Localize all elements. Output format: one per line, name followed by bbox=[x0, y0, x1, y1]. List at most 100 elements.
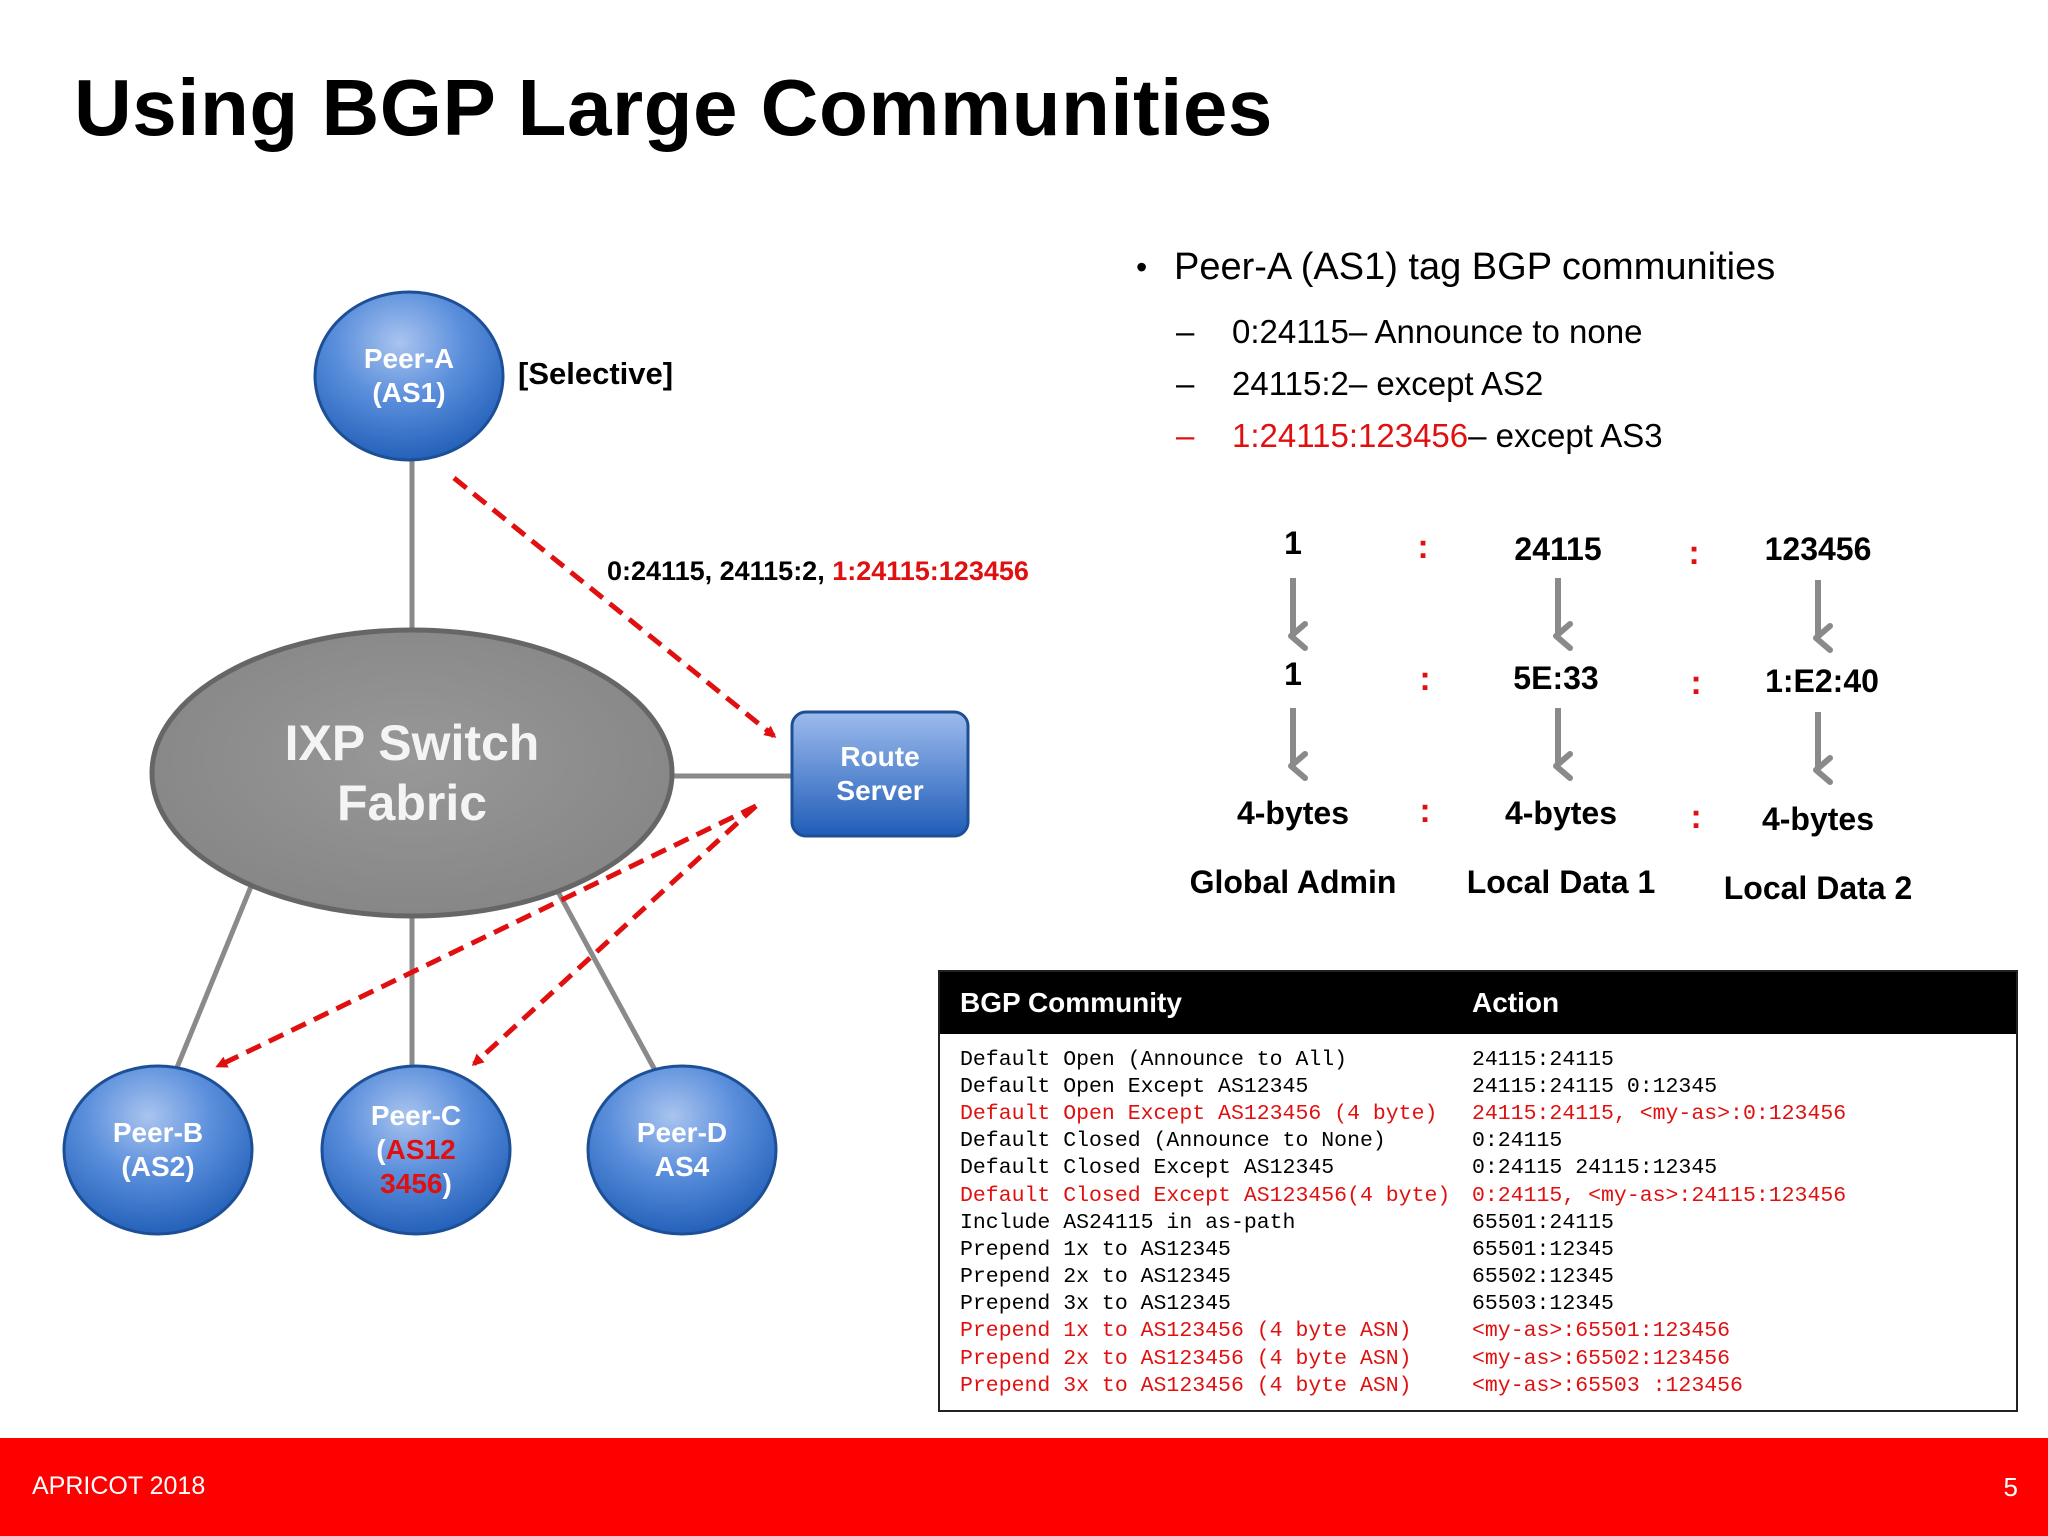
sub-bullets: – 0:24115 – Announce to none – 24115:2 –… bbox=[1176, 306, 1663, 462]
selective-label: [Selective] bbox=[518, 356, 674, 391]
table-cell-action: 65503:12345 bbox=[1472, 1292, 1614, 1317]
table-cell-community: Prepend 3x to AS12345 bbox=[960, 1292, 1231, 1317]
peer-d-asn: AS4 bbox=[654, 1151, 710, 1182]
route-server-shape bbox=[790, 710, 970, 838]
table-cell-action: 24115:24115 0:12345 bbox=[1472, 1074, 1718, 1099]
decode-value-local-data-1: 24115 bbox=[1514, 531, 1602, 567]
link-fabric-peer-d bbox=[553, 886, 659, 1074]
table-cell-community: Default Open Except AS12345 bbox=[960, 1074, 1309, 1099]
table-cell-community: Default Closed (Announce to None) bbox=[960, 1129, 1386, 1154]
arrow-peer-a-to-route-server bbox=[452, 476, 777, 738]
table-row: Prepend 1x to AS12345 65501:12345 bbox=[940, 1236, 2016, 1263]
table-header-community: BGP Community bbox=[960, 987, 1182, 1018]
peer-a-node: Peer-A(AS1) bbox=[315, 292, 503, 460]
table-row: Default Open (Announce to All) 24115:2411… bbox=[940, 1046, 2016, 1073]
table-row: Prepend 3x to AS12345 65503:12345 bbox=[940, 1291, 2016, 1318]
sub-bullet-dash: – bbox=[1176, 313, 1195, 350]
peer-b-node: Peer-B(AS2) bbox=[64, 1066, 252, 1234]
arrow-route-server-to-peer-c bbox=[471, 804, 758, 1067]
table-row: Default Closed Except AS123456(4 byte) 0:… bbox=[940, 1182, 2016, 1209]
announcement-arrows bbox=[215, 476, 777, 1069]
peer-c-asn-part1: AS12 bbox=[385, 1134, 456, 1165]
sub-bullet-code: 24115:2 bbox=[1232, 365, 1349, 402]
bullet-main-text: Peer-A (AS1) tag BGP communities bbox=[1174, 246, 1776, 288]
flow-label-large: 1:24115:123456 bbox=[832, 556, 1029, 586]
table-cell-action: <my-as>:65503 :123456 bbox=[1472, 1373, 1743, 1398]
bgp-community-table: BGP Community Action Default Open (Annou… bbox=[938, 970, 2018, 1412]
decode-separator: : bbox=[1688, 534, 1700, 572]
peer-c-paren-open: ( bbox=[376, 1134, 386, 1165]
route-server-line1: Route bbox=[840, 741, 920, 772]
table-cell-community: Prepend 3x to AS123456 (4 byte ASN) bbox=[960, 1373, 1412, 1398]
table-row: Prepend 2x to AS123456 (4 byte ASN)<my-a… bbox=[940, 1345, 2016, 1372]
flow-label-standard: 0:24115, 24115:2, bbox=[607, 556, 833, 586]
peer-c-paren-close: ) bbox=[442, 1168, 452, 1199]
table-row: Prepend 1x to AS123456 (4 byte ASN) <my-a… bbox=[940, 1318, 2016, 1345]
peer-b-shape bbox=[62, 1064, 254, 1236]
link-fabric-peer-b bbox=[173, 883, 255, 1071]
decode-size-local-data-2: 4-bytes bbox=[1761, 801, 1875, 837]
decode-down-arrows bbox=[1288, 578, 1833, 785]
decode-separator: : bbox=[1690, 664, 1702, 702]
sub-bullet-text: – Announce to none bbox=[1348, 313, 1643, 350]
peer-b-asn: (AS2) bbox=[121, 1151, 195, 1182]
sub-bullet: – 0:24115 – Announce to none bbox=[1176, 306, 1663, 358]
table-row: Prepend 3x to AS123456 (4 byte ASN) <my-a… bbox=[940, 1372, 2016, 1399]
decode-hex-global-admin: 1 bbox=[1284, 656, 1302, 692]
table-cell-action: 24115:24115, <my-as>:0:123456 bbox=[1472, 1101, 1847, 1126]
table-row: Prepend 2x to AS12345 65502:12345 bbox=[940, 1264, 2016, 1291]
peer-c-shape bbox=[320, 1064, 512, 1236]
table-cell-action: 0:24115 24115:12345 bbox=[1472, 1156, 1718, 1181]
peer-b-name: Peer-B bbox=[112, 1117, 204, 1148]
table-cell-community: Prepend 1x to AS12345 bbox=[960, 1237, 1231, 1262]
bullet-main: • Peer-A (AS1) tag BGP communities bbox=[1136, 246, 1775, 289]
peer-a-shape bbox=[313, 290, 505, 462]
table-cell-community: Default Open (Announce to All) bbox=[960, 1047, 1348, 1072]
slide-title: Using BGP Large Communities bbox=[74, 63, 1273, 152]
sub-bullet-text: – except AS3 bbox=[1468, 417, 1663, 454]
table-body: Default Open (Announce to All) 24115:2411… bbox=[940, 1034, 2016, 1399]
decode-separator: : bbox=[1419, 660, 1431, 698]
bullet-list: • Peer-A (AS1) tag BGP communities bbox=[1136, 246, 1775, 289]
sub-bullet-text: – except AS2 bbox=[1348, 365, 1544, 402]
table-cell-community: Prepend 1x to AS123456 (4 byte ASN) bbox=[960, 1319, 1412, 1344]
decode-size-global-admin: 4-bytes bbox=[1236, 795, 1350, 831]
table-cell-community: Default Closed Except AS123456(4 byte) bbox=[960, 1183, 1451, 1208]
table-cell-community: Include AS24115 in as-path bbox=[960, 1210, 1296, 1235]
decode-size-local-data-1: 4-bytes bbox=[1504, 795, 1618, 831]
fabric-label-line2: Fabric bbox=[336, 775, 488, 831]
table-cell-action: 65501:12345 bbox=[1472, 1237, 1614, 1262]
link-lines bbox=[173, 460, 792, 1074]
table-cell-action: 65502:12345 bbox=[1472, 1265, 1614, 1290]
sub-bullet-code: 1:24115:123456 bbox=[1232, 417, 1469, 454]
footer-bar: APRICOT 2018 5 bbox=[0, 1438, 2048, 1536]
table-cell-action: 24115:24115 bbox=[1472, 1047, 1614, 1072]
fabric-ellipse bbox=[149, 627, 675, 919]
decode-hex-local-data-2: 1:E2:40 bbox=[1765, 663, 1879, 699]
table-row: Default Open Except AS123456 (4 byte)241… bbox=[940, 1100, 2016, 1127]
table-cell-action: 0:24115, <my-as>:24115:123456 bbox=[1472, 1183, 1847, 1208]
peer-a-asn: (AS1) bbox=[372, 377, 446, 408]
decode-name-local-data-2: Local Data 2 bbox=[1723, 870, 1913, 906]
table-cell-community: Prepend 2x to AS12345 bbox=[960, 1265, 1231, 1290]
sub-bullet-highlighted: – 1:24115:123456 – except AS3 bbox=[1176, 410, 1663, 462]
peer-c-asn-part2: 3456 bbox=[380, 1168, 443, 1199]
decode-name-global-admin: Global Admin bbox=[1189, 864, 1397, 900]
decode-value-global-admin: 1 bbox=[1284, 525, 1302, 561]
decode-hex-local-data-1: 5E:33 bbox=[1513, 660, 1599, 696]
sub-bullet-code: 0:24115 bbox=[1232, 313, 1349, 350]
sub-bullet-dash: – bbox=[1176, 365, 1195, 402]
decode-separator: : bbox=[1690, 798, 1702, 836]
peer-c-name: Peer-C bbox=[370, 1100, 462, 1131]
table-cell-action: <my-as>:65501:123456 bbox=[1472, 1319, 1731, 1344]
peer-c-node: Peer-C (AS12 3456) bbox=[322, 1066, 510, 1234]
decode-separator: : bbox=[1419, 792, 1431, 830]
table-cell-community: Prepend 2x to AS123456 (4 byte ASN) bbox=[960, 1346, 1412, 1371]
table-row: Default Open Except AS12345 24115:24115 0… bbox=[940, 1073, 2016, 1100]
sub-bullet: – 24115:2 – except AS2 bbox=[1176, 358, 1663, 410]
